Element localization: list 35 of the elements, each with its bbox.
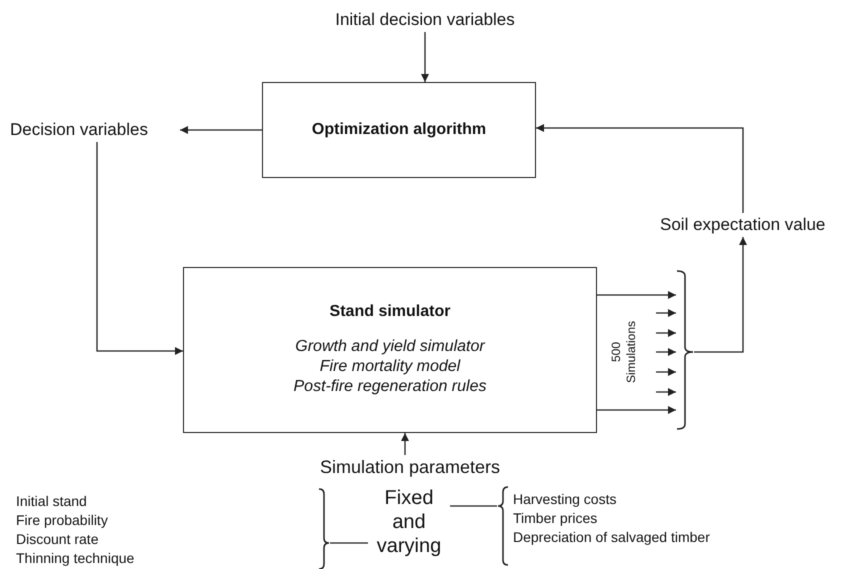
- connector-line: [330, 542, 368, 544]
- arrow: [180, 126, 262, 134]
- arrow: [597, 291, 676, 299]
- process-box: [262, 82, 536, 178]
- process-box: [183, 267, 597, 433]
- input-label: Simulation parameters: [318, 456, 502, 479]
- category-label: Fixed and varying: [376, 486, 442, 558]
- list-item: Fire probability: [16, 511, 109, 530]
- arrow: [536, 124, 744, 213]
- component-name: Fire mortality model: [320, 357, 460, 377]
- component-name: Post-fire regeneration rules: [294, 377, 486, 397]
- arrow: [656, 348, 676, 356]
- input-label: Initial decision variables: [334, 9, 516, 31]
- output-label: Decision variables: [10, 119, 149, 141]
- arrow: [597, 406, 676, 414]
- arrow: [694, 237, 747, 353]
- list-item: Discount rate: [16, 530, 100, 549]
- box-title: Optimization algorithm: [312, 121, 486, 139]
- list-item: Initial stand: [16, 492, 88, 511]
- list-item: Depreciation of salvaged timber: [513, 528, 710, 547]
- arrow: [656, 329, 676, 337]
- box-title: Stand simulator: [330, 303, 450, 321]
- arrow: [656, 309, 676, 317]
- list-item: Thinning technique: [16, 549, 134, 568]
- arrow: [656, 368, 676, 376]
- list-item: Harvesting costs: [513, 490, 618, 509]
- list-item: Timber prices: [513, 509, 598, 528]
- connector-line: [450, 505, 497, 507]
- arrow: [401, 433, 409, 455]
- component-name: Growth and yield simulator: [295, 337, 485, 357]
- arrow: [96, 142, 183, 355]
- output-label: Soil expectation value: [660, 214, 826, 236]
- arrow: [656, 388, 676, 396]
- arrow: [421, 32, 429, 82]
- rotated-label: 500 Simulations: [609, 320, 639, 386]
